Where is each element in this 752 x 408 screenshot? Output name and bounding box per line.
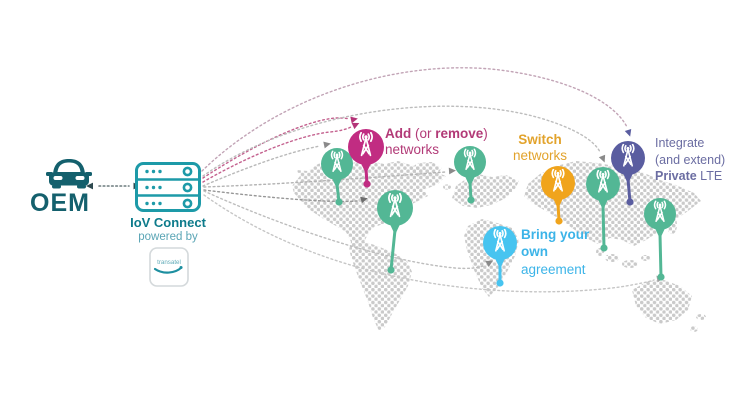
link-byo-arrowhead xyxy=(485,260,494,267)
network-pins xyxy=(321,129,676,287)
pin-byo-anchor-dot xyxy=(496,279,504,287)
transatel-logo-text: transatel xyxy=(157,259,181,266)
island-nz-2 xyxy=(690,326,698,332)
link-asia-arrowhead xyxy=(598,154,606,163)
pin-asia xyxy=(586,167,620,252)
pin-na-west-anchor-dot xyxy=(335,198,343,206)
island-indonesia-2 xyxy=(622,260,638,268)
continent-australia xyxy=(632,280,692,324)
island-indonesia-3 xyxy=(641,255,651,261)
oem-label: OEM xyxy=(30,189,90,217)
platform-title: IoV Connect xyxy=(130,215,206,230)
link-byo xyxy=(203,190,494,270)
lte-word: LTE xyxy=(696,169,723,183)
pin-add-remove-anchor-dot xyxy=(363,180,371,188)
link-add-remove-b-arrowhead xyxy=(350,116,358,124)
link-arrow-left xyxy=(86,182,93,190)
car-icon xyxy=(46,159,92,189)
island-uk xyxy=(443,184,451,190)
pin-asia-anchor-dot xyxy=(600,244,608,252)
link-asia xyxy=(202,105,606,177)
link-na-west xyxy=(202,141,331,187)
pin-private-lte-anchor-dot xyxy=(626,198,634,206)
add-end: ) xyxy=(483,126,488,141)
connector-lines xyxy=(201,67,664,293)
continent-south-america xyxy=(349,238,412,331)
link-europe xyxy=(203,167,456,188)
pin-europe xyxy=(454,146,486,204)
pin-na-west xyxy=(321,148,353,206)
add-networks-word: networks xyxy=(385,142,440,158)
link-add-remove-b xyxy=(202,116,358,179)
byo-line2: own xyxy=(521,244,548,260)
pin-na-central xyxy=(377,190,413,274)
integrate-line1: Integrate xyxy=(655,136,705,150)
link-europe-arrowhead xyxy=(448,167,456,175)
transatel-logo: transatel xyxy=(149,247,189,287)
pin-switch-anchor-dot xyxy=(555,217,563,225)
pin-byo xyxy=(483,226,517,287)
link-private-lte-arrowhead xyxy=(624,128,632,137)
link-na-west-arrowhead xyxy=(323,141,331,149)
label-integrate-private-lte: Integrate (and extend) Private LTE xyxy=(655,135,725,185)
link-na-central-arrowhead xyxy=(360,196,368,204)
link-na-central xyxy=(203,189,368,204)
byo-line1: Bring your xyxy=(521,227,590,242)
continent-greenland xyxy=(408,162,442,180)
pin-na-central-anchor-dot xyxy=(387,266,395,274)
switch-networks-word: networks xyxy=(512,148,568,164)
switch-bold: Switch xyxy=(518,132,562,147)
island-nz-1 xyxy=(696,314,706,320)
pin-east-asia xyxy=(644,198,676,281)
link-add-remove-a xyxy=(202,122,360,183)
label-add-remove-networks: Add (or remove) networks xyxy=(385,126,488,158)
pin-east-asia-anchor-dot xyxy=(657,273,665,281)
continent-north-america xyxy=(292,160,446,250)
integrate-line2: (and extend) xyxy=(655,152,726,167)
pin-private-lte xyxy=(611,141,645,206)
pin-add-remove xyxy=(348,129,384,188)
pin-switch xyxy=(541,166,575,225)
label-switch-networks: Switch networks xyxy=(505,132,575,164)
remove-bold: remove xyxy=(435,126,484,141)
label-bring-your-own-agreement: Bring your own agreement xyxy=(521,226,589,278)
link-private-lte xyxy=(201,67,632,172)
server-icon xyxy=(135,162,201,212)
private-bold: Private xyxy=(655,169,697,183)
pin-europe-anchor-dot xyxy=(467,196,475,204)
island-indonesia-1 xyxy=(605,254,619,262)
continent-europe xyxy=(452,174,519,208)
platform-powered-by: powered by xyxy=(138,231,198,243)
byo-line3: agreement xyxy=(521,261,586,277)
link-add-remove-a-arrowhead xyxy=(351,122,360,130)
add-mid: (or xyxy=(411,126,436,141)
add-bold: Add xyxy=(385,126,412,141)
